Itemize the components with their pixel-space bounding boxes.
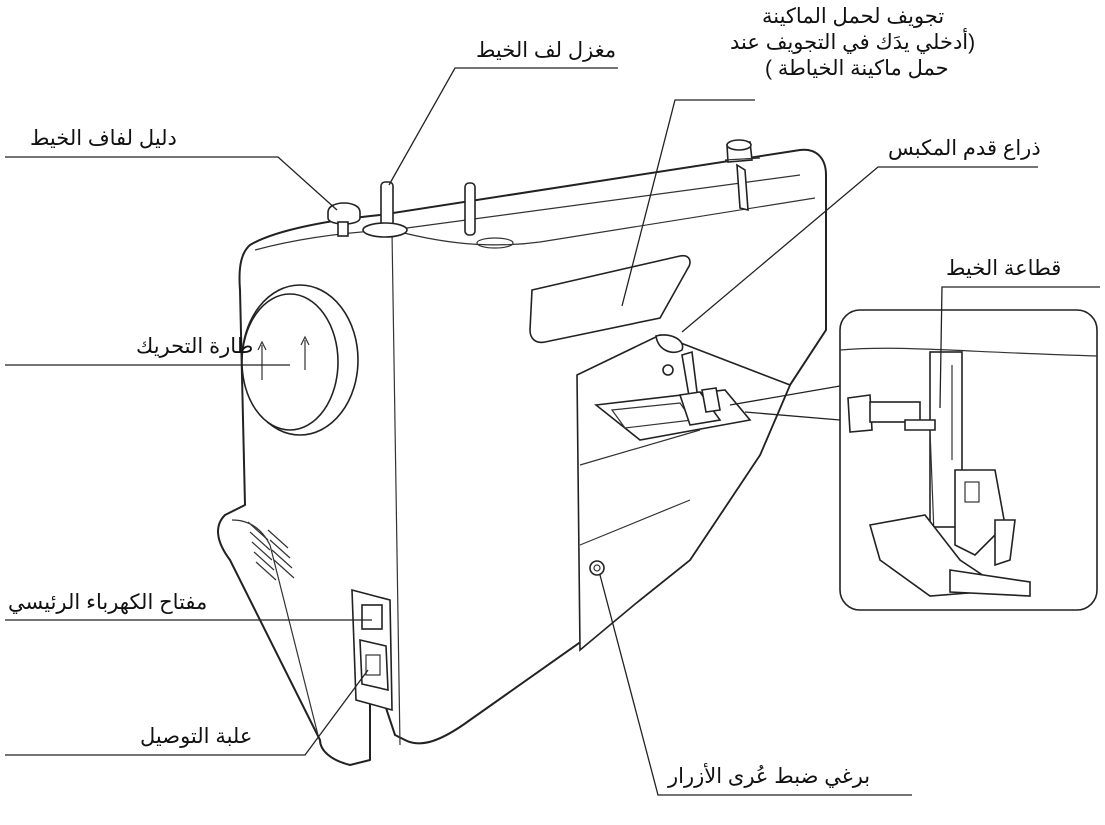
leader-thread-cutter: [939, 286, 1100, 409]
label-main-power-switch: مفتاح الكهرباء الرئيسي: [8, 591, 208, 614]
tension-dial: [724, 139, 761, 212]
label-bobbin-spindle: مغزل لف الخيط: [476, 39, 617, 62]
leader-buttonhole-screw: [599, 574, 912, 796]
label-handwheel: طارة التحريك: [136, 335, 254, 358]
label-carry-handle-2: (أدخلي يدَك في التجويف عند: [730, 31, 976, 54]
leader-presser-foot: [681, 166, 1038, 333]
label-thread-cutter: قطاعة الخيط: [946, 257, 1062, 280]
label-carry-handle-1: تجويف لحمل الماكينة: [762, 5, 945, 28]
base-step: [231, 519, 319, 736]
inset-connector-bottom: [744, 411, 841, 421]
label-buttonhole-screw: برغي ضبط عُرى الأزرار: [668, 765, 871, 788]
label-presser-foot-lever: ذراع قدم المكبس: [888, 137, 1041, 160]
label-carry-handle-3: حمل ماكينة الخياطة ): [765, 57, 949, 80]
switch-socket-panel: [351, 588, 393, 712]
leader-bobbin-spindle: [388, 67, 618, 186]
inset-connector-top: [729, 385, 841, 406]
vent-grille: [247, 521, 295, 581]
needle-area: [576, 334, 792, 652]
leader-thread-guide: [5, 156, 338, 211]
handwheel-drawing: [241, 284, 359, 436]
carry-handle-recess: [529, 254, 691, 344]
thread-cutter-inset: [839, 309, 1098, 611]
leader-carry-handle: [621, 99, 755, 307]
buttonhole-screw-drawing: [589, 560, 605, 576]
label-thread-guide: دليل لفاف الخيط: [30, 127, 177, 150]
label-power-socket: علبة التوصيل: [140, 725, 253, 748]
leader-power-socket: [5, 669, 369, 756]
housing-edge: [391, 231, 401, 746]
top-ridge: [391, 197, 816, 246]
